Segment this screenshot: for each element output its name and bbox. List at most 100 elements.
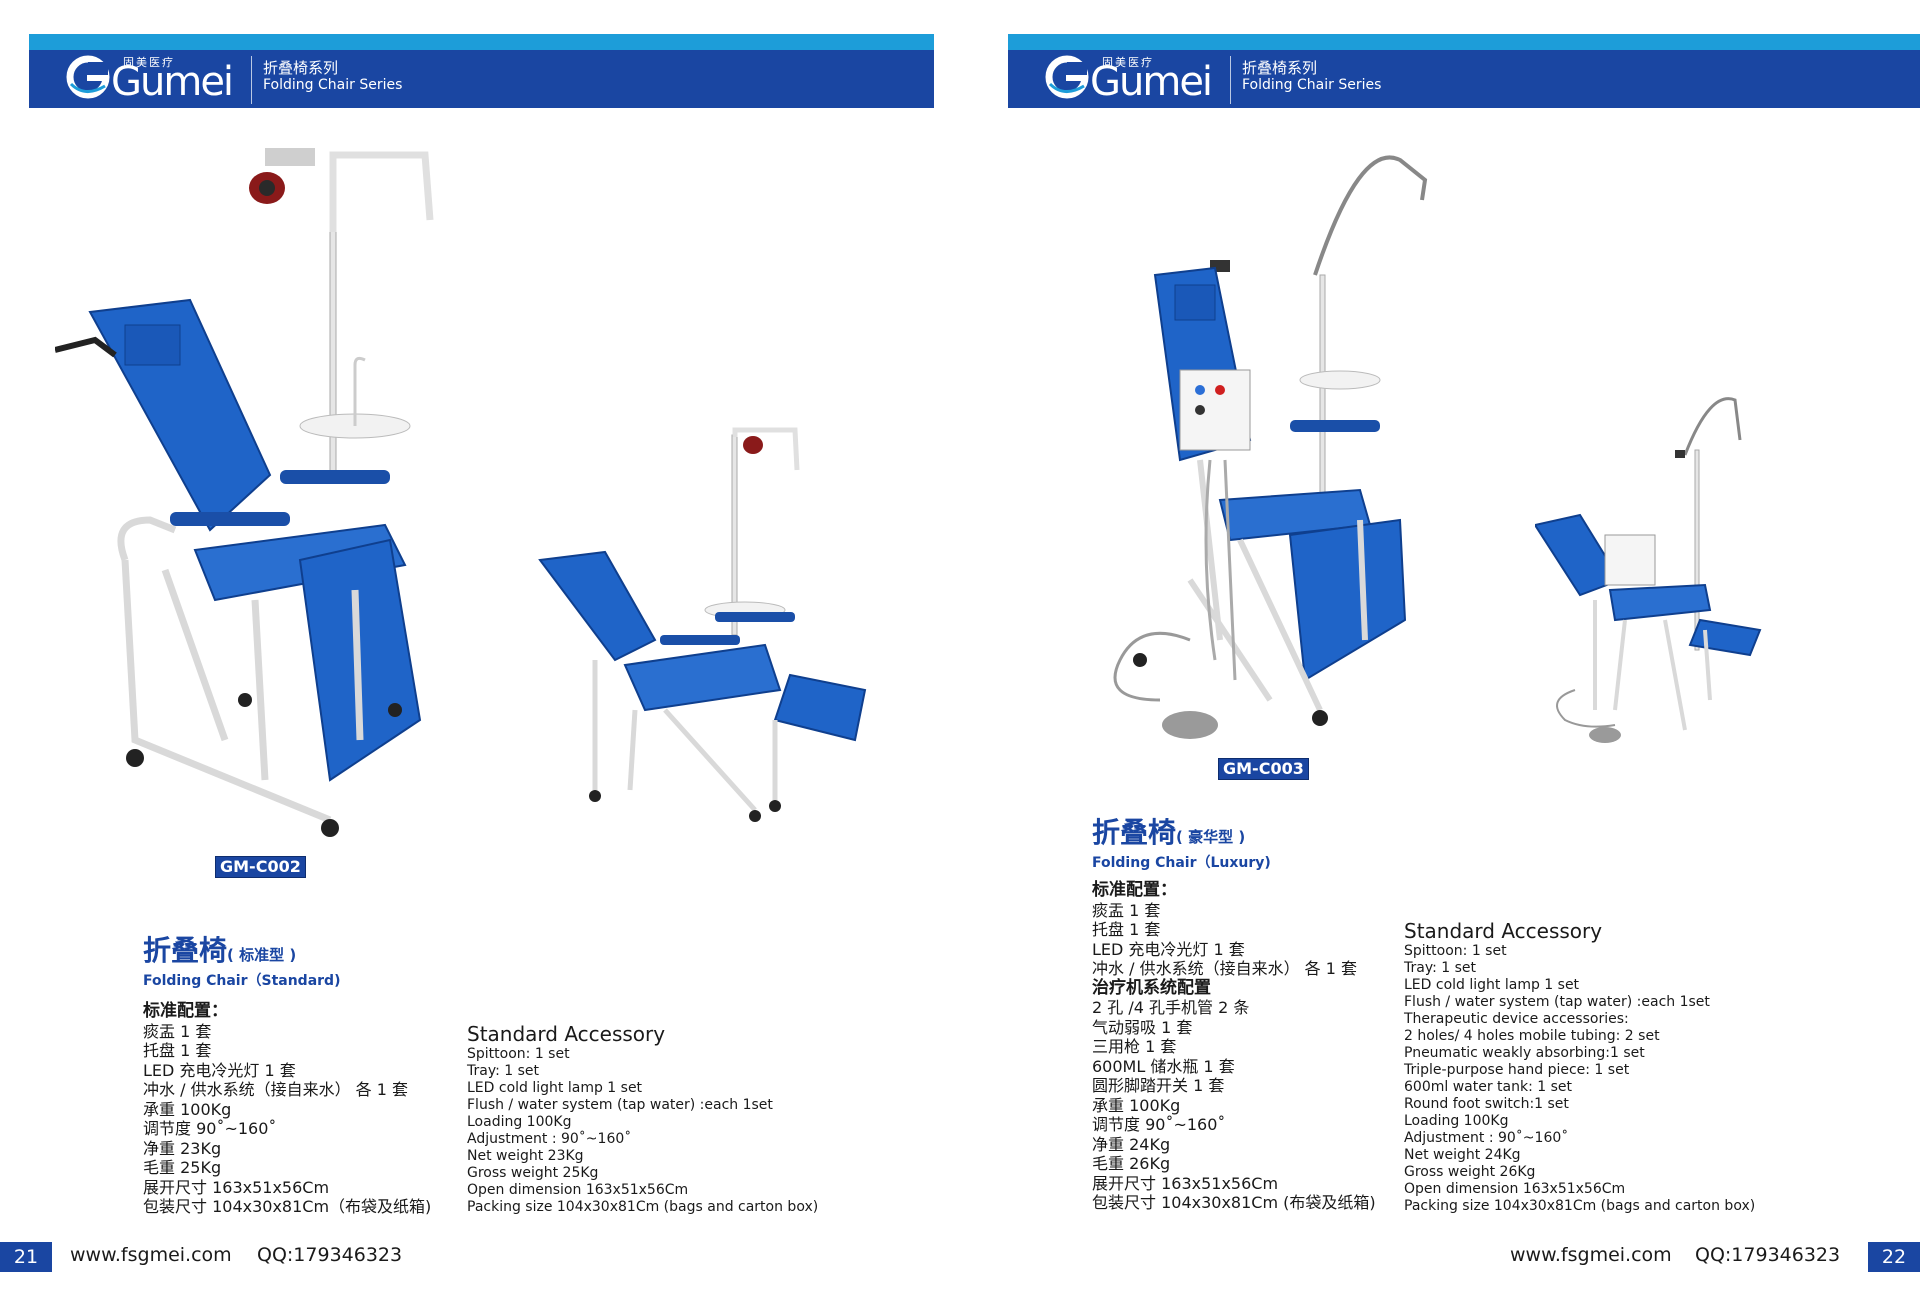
spec-list-en: Standard Accessory Spittoon: 1 set Tray:… — [1404, 919, 1755, 1215]
product-title-en: Folding Chair（Standard) — [143, 973, 341, 989]
spec-line: 三用枪 1 套 — [1092, 1037, 1177, 1056]
product-title-cn-sub: ( 标准型 ) — [227, 946, 297, 964]
spec-line: 包装尺寸 104x30x81Cm (布袋及纸箱) — [1092, 1193, 1376, 1212]
header-divider — [1230, 56, 1231, 104]
spec-line: Pneumatic weakly absorbing:1 set — [1404, 1045, 1645, 1061]
page-number: 21 — [0, 1242, 52, 1272]
series-title-cn: 折叠椅系列 — [263, 59, 339, 77]
spec-list-en: Standard Accessory Spittoon: 1 set Tray:… — [467, 1022, 818, 1216]
logo-g-icon — [66, 55, 110, 99]
spec-heading-en: Standard Accessory — [1404, 919, 1603, 943]
page-header: 固美医疗 Gumei 折叠椅系列 Folding Chair Series — [29, 34, 934, 108]
brand-cn-name: 固美医疗 — [123, 56, 175, 69]
spec-heading-cn-2: 治疗机系统配置 — [1092, 977, 1211, 998]
spec-line: 托盘 1 套 — [1092, 920, 1161, 939]
product-title-cn-sub: ( 豪华型 ) — [1176, 828, 1246, 846]
page-left: 固美医疗 Gumei 折叠椅系列 Folding Chair Series — [0, 34, 934, 1272]
product-title-cn: 折叠椅( 标准型 ) — [143, 934, 340, 972]
logo-g-icon — [1045, 55, 1089, 99]
spec-heading-cn: 标准配置： — [143, 1001, 228, 1021]
product-photo-gm-c002-small — [538, 427, 867, 822]
website-link[interactable]: www.fsgmei.com — [1510, 1244, 1672, 1266]
spec-heading-cn: 标准配置： — [1092, 880, 1177, 900]
spec-line: 气动弱吸 1 套 — [1092, 1017, 1193, 1037]
spec-line: LED cold light lamp 1 set — [467, 1080, 643, 1096]
product-title: 折叠椅( 标准型 ) Folding Chair（Standard) — [143, 934, 340, 990]
spec-line: 痰盂 1 套 — [143, 1021, 212, 1041]
spec-line: Adjustment : 90˚~160˚ — [1404, 1130, 1569, 1146]
page-right: 固美医疗 Gumei 折叠椅系列 Folding Chair Series — [960, 0, 1920, 1302]
product-photo-gm-c002-large — [55, 148, 434, 837]
spec-list-cn: 标准配置： 痰盂 1 套 托盘 1 套 LED 充电冷光灯 1 套 冲水 / 供… — [143, 1001, 432, 1217]
spec-line: 承重 100Kg — [143, 1099, 232, 1119]
product-title: 折叠椅( 豪华型 ) Folding Chair（Luxury) — [1092, 816, 1271, 872]
series-title-en: Folding Chair Series — [1242, 77, 1382, 93]
spec-line: Spittoon: 1 set — [467, 1046, 570, 1062]
spec-line: 2 holes/ 4 holes mobile tubing: 2 set — [1404, 1028, 1660, 1044]
spec-line: Open dimension 163x51x56Cm — [1404, 1181, 1626, 1197]
spec-line: Gross weight 26Kg — [1404, 1164, 1536, 1180]
product-title-cn-main: 折叠椅 — [143, 934, 228, 967]
spec-line: Flush / water system (tap water) :each 1… — [1404, 994, 1710, 1010]
spec-line: LED cold light lamp 1 set — [1404, 977, 1580, 993]
spec-line: 冲水 / 供水系统（接自来水） 各 1 套 — [1092, 959, 1358, 978]
spec-line: Packing size 104x30x81Cm (bags and carto… — [1404, 1198, 1756, 1214]
spec-line: Loading 100Kg — [467, 1114, 572, 1130]
spec-line: 圆形脚踏开关 1 套 — [1092, 1076, 1225, 1095]
spec-line: Therapeutic device accessories: — [1404, 1011, 1629, 1027]
spec-line: 痰盂 1 套 — [1092, 900, 1161, 920]
page-header: 固美医疗 Gumei 折叠椅系列 Folding Chair Series — [1008, 34, 1920, 108]
spec-line: Net weight 24Kg — [1404, 1147, 1521, 1163]
spec-line: Tray: 1 set — [467, 1063, 540, 1079]
product-photo-gm-c003-large — [1113, 155, 1428, 739]
spec-line: 2 孔 /4 孔手机管 2 条 — [1092, 998, 1250, 1017]
website-link[interactable]: www.fsgmei.com — [70, 1244, 232, 1266]
spec-line: Open dimension 163x51x56Cm — [467, 1182, 689, 1198]
spec-line: 展开尺寸 163x51x56Cm — [1092, 1173, 1279, 1193]
spec-line: Net weight 23Kg — [467, 1148, 584, 1164]
product-photo-gm-c003-small — [1535, 397, 1762, 743]
series-title-en: Folding Chair Series — [263, 77, 403, 93]
header-top-band — [29, 34, 934, 50]
spec-line: 毛重 25Kg — [143, 1158, 222, 1177]
series-title-cn: 折叠椅系列 — [1242, 59, 1318, 77]
spec-line: 净重 23Kg — [143, 1138, 222, 1158]
header-top-band — [1008, 34, 1920, 50]
spec-line: Round foot switch:1 set — [1404, 1096, 1569, 1112]
spec-line: Spittoon: 1 set — [1404, 943, 1507, 959]
spec-line: 毛重 26Kg — [1092, 1154, 1171, 1173]
header-divider — [251, 56, 252, 104]
product-title-cn-main: 折叠椅 — [1092, 816, 1177, 849]
brand-logo: 固美医疗 Gumei — [1044, 52, 1213, 104]
qq-contact: QQ:179346323 — [1695, 1244, 1841, 1266]
product-title-en: Folding Chair（Luxury) — [1092, 855, 1271, 871]
spec-line: 净重 24Kg — [1092, 1134, 1171, 1154]
series-title: 折叠椅系列 Folding Chair Series — [263, 60, 402, 94]
spec-list-cn: 标准配置： 痰盂 1 套 托盘 1 套 LED 充电冷光灯 1 套 冲水 / 供… — [1092, 880, 1376, 1213]
spec-line: 包装尺寸 104x30x81Cm（布袋及纸箱) — [143, 1197, 432, 1216]
qq-contact: QQ:179346323 — [257, 1244, 403, 1266]
spec-line: LED 充电冷光灯 1 套 — [1092, 939, 1245, 959]
spec-line: 承重 100Kg — [1092, 1095, 1181, 1115]
spec-line: 托盘 1 套 — [143, 1041, 212, 1060]
product-title-cn: 折叠椅( 豪华型 ) — [1092, 816, 1271, 854]
spec-line: Triple-purpose hand piece: 1 set — [1404, 1062, 1630, 1078]
spec-line: 调节度 90˚~160˚ — [143, 1119, 277, 1138]
spec-line: Loading 100Kg — [1404, 1113, 1509, 1129]
spec-line: Flush / water system (tap water) :each 1… — [467, 1097, 773, 1113]
brand-wordmark: Gumei — [1090, 59, 1213, 105]
spec-line: 600ml water tank: 1 set — [1404, 1079, 1573, 1095]
spec-line: 冲水 / 供水系统（接自来水） 各 1 套 — [143, 1080, 409, 1099]
spec-line: 600ML 储水瓶 1 套 — [1092, 1056, 1235, 1076]
spec-line: Tray: 1 set — [1404, 960, 1477, 976]
spec-line: Packing size 104x30x81Cm (bags and carto… — [467, 1199, 819, 1215]
spec-heading-en: Standard Accessory — [467, 1022, 666, 1046]
page-number: 22 — [1868, 1242, 1920, 1272]
spec-line: LED 充电冷光灯 1 套 — [143, 1060, 296, 1080]
spec-line: Gross weight 25Kg — [467, 1165, 599, 1181]
spec-line: Adjustment : 90˚~160˚ — [467, 1131, 632, 1147]
brand-logo: 固美医疗 Gumei — [65, 52, 234, 104]
spec-line: 调节度 90˚~160˚ — [1092, 1115, 1226, 1134]
model-tag: GM-C003 — [1218, 758, 1309, 780]
brand-cn-name: 固美医疗 — [1102, 56, 1154, 69]
